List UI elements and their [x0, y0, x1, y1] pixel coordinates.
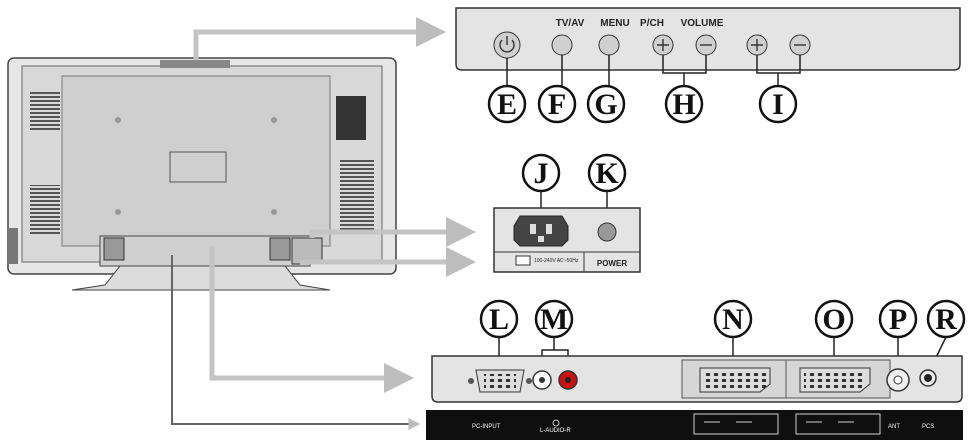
callout-G: G — [594, 88, 617, 121]
channel-up-button[interactable] — [652, 34, 674, 56]
plus-icon — [751, 39, 763, 51]
callout-M: M — [540, 303, 568, 336]
tvav-label: TV/AV — [556, 18, 585, 29]
headphone-icon — [552, 419, 560, 427]
arrow-to-bottom-strip — [171, 255, 421, 430]
power-label: POWER — [597, 259, 627, 268]
callouts-top: E F G H I — [487, 84, 798, 124]
power-icon — [499, 39, 515, 53]
pointer-arrows — [193, 17, 476, 393]
right-vent — [340, 160, 374, 230]
volume-up-button[interactable] — [746, 34, 768, 56]
scart-2-port[interactable] — [799, 367, 871, 393]
callout-L: L — [489, 303, 509, 336]
audio-in-right-jack[interactable] — [558, 370, 578, 390]
volume-label: VOLUME — [681, 18, 724, 29]
stand-base — [71, 265, 331, 291]
vga-port[interactable] — [468, 369, 532, 393]
arrow-to-input-panel — [209, 246, 414, 393]
antenna-input[interactable] — [886, 368, 910, 392]
power-rating: 100-240V AC~50Hz — [534, 258, 579, 264]
callout-P: P — [889, 303, 907, 336]
top-control-panel: TV/AV MENU P/CH VOLUME — [455, 7, 961, 71]
callout-H: H — [672, 88, 695, 121]
tvav-button[interactable] — [551, 34, 573, 56]
callouts-bottom: L M N O P R — [479, 299, 966, 339]
callout-K: K — [595, 157, 619, 190]
bottom-label-strip: PC-INPUT L-AUDIO-R ANT PCS — [426, 410, 963, 440]
callout-R: R — [935, 303, 957, 336]
pcs-label: PCS — [922, 424, 934, 430]
power-panel: J K 100-240V AC~50Hz POWER — [493, 153, 641, 273]
audio-label: L-AUDIO-R — [540, 428, 571, 434]
audio-in-left-jack[interactable] — [532, 370, 552, 390]
tv-back-view — [7, 57, 397, 291]
channel-down-button[interactable] — [695, 34, 717, 56]
pcs-jack[interactable] — [919, 369, 937, 387]
tv-top-controls — [160, 60, 230, 68]
callout-I: I — [772, 88, 784, 121]
ant-label: ANT — [888, 424, 900, 430]
speaker-block — [336, 96, 366, 140]
pc-input-label: PC-INPUT — [472, 424, 501, 430]
ac-inlet-socket[interactable] — [513, 215, 569, 247]
menu-button[interactable] — [598, 34, 620, 56]
arrow-to-power-panel — [309, 217, 476, 247]
power-button[interactable] — [493, 31, 521, 59]
menu-label: MENU — [600, 18, 629, 29]
label-plate — [169, 151, 227, 183]
left-vent-upper — [30, 90, 60, 130]
top-leader-lines — [506, 55, 801, 86]
left-vent-lower — [30, 185, 60, 235]
input-panel — [431, 355, 963, 403]
scart-label-frames — [693, 413, 881, 435]
plus-icon — [657, 39, 669, 51]
arrow-to-top-panel — [193, 17, 446, 60]
callout-F: F — [548, 88, 566, 121]
power-switch[interactable] — [597, 222, 617, 242]
callout-J: J — [534, 157, 549, 190]
scart-1-port[interactable] — [699, 367, 771, 393]
callout-N: N — [722, 303, 744, 336]
callout-E: E — [497, 88, 517, 121]
pch-label: P/CH — [640, 18, 664, 29]
volume-down-button[interactable] — [789, 34, 811, 56]
ac-icon — [515, 255, 531, 266]
callout-O: O — [822, 303, 845, 336]
